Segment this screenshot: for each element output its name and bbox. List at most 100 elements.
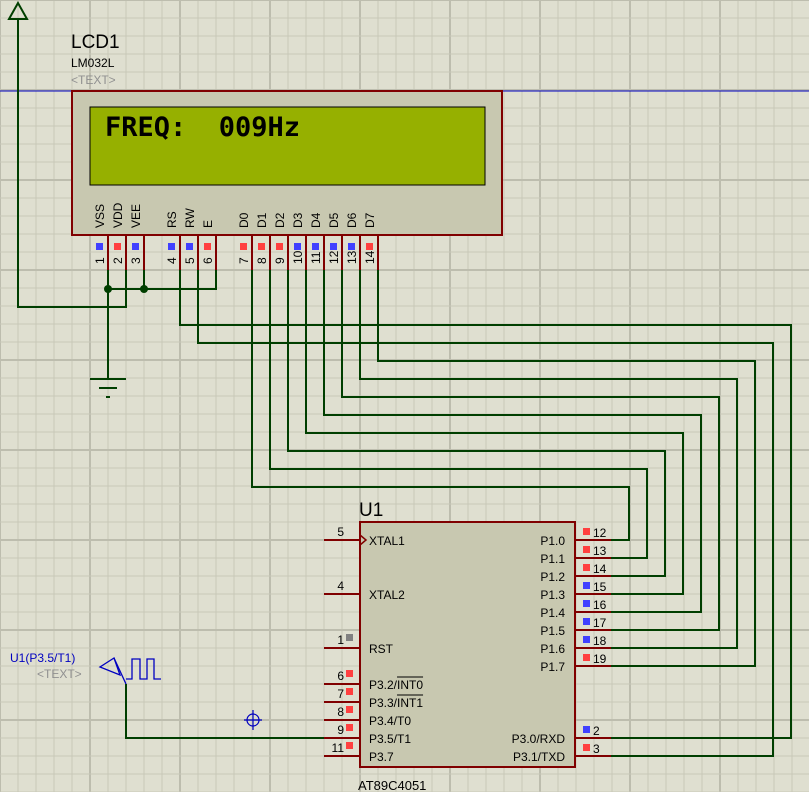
lcd-pins: 1VSS2VDD3VEE4RS5RW6E7D08D19D210D311D412D…	[93, 202, 379, 270]
pin-name: XTAL2	[369, 588, 405, 602]
power-terminal-icon[interactable]	[7, 0, 29, 20]
pin-state-indicator	[346, 706, 353, 713]
lcd-pin-1[interactable]: 1 VSS	[93, 204, 109, 270]
pin-name: P1.4	[540, 606, 565, 620]
pin-number: 7	[237, 257, 251, 264]
wires	[17, 18, 792, 757]
pin-name: D4	[309, 212, 323, 228]
pin-name: P1.1	[540, 552, 565, 566]
pin-name: RST	[369, 642, 394, 656]
pin-name: P1.2	[540, 570, 565, 584]
wire-d2	[287, 270, 666, 577]
lcd-pin-7[interactable]: 7 D0	[237, 212, 253, 270]
pin-number: 3	[129, 257, 143, 264]
pin-state-indicator	[294, 243, 301, 250]
pin-number: 13	[345, 250, 359, 264]
wire-d0	[251, 270, 630, 541]
junction-dot	[140, 285, 148, 293]
clock-marker-icon	[359, 534, 368, 546]
mcu-pin-2[interactable]: 2P3.0/RXD	[512, 724, 611, 746]
ground-icon[interactable]	[90, 378, 126, 398]
lcd-pin-9[interactable]: 9D2	[273, 212, 289, 270]
mcu-pin-3[interactable]: 3P3.1/TXD	[513, 742, 611, 764]
pin-number: 5	[337, 525, 344, 539]
lcd-pin-5[interactable]: 5RW	[183, 208, 199, 270]
lcd-component[interactable]: LCD1 LM032L <TEXT> FREQ: 009Hz 1VSS2VDD3…	[71, 32, 503, 270]
pin-state-indicator	[114, 243, 121, 250]
pin-number: 14	[593, 562, 607, 576]
wire-rs-p30	[179, 270, 792, 739]
pin-state-indicator	[583, 654, 590, 661]
lcd-pin-8[interactable]: 8 D1	[255, 212, 271, 270]
mcu-pin-8[interactable]: 8P3.4/T0	[324, 705, 411, 728]
mcu-pin-7[interactable]: 7P3.3/INT1	[324, 687, 423, 710]
pin-name: D0	[237, 212, 251, 228]
mcu-pin-6[interactable]: 6P3.2/INT0	[324, 669, 423, 692]
lcd-text-placeholder: <TEXT>	[71, 73, 116, 87]
wire-d6	[359, 270, 738, 649]
mcu-component[interactable]: U1 AT89C4051 5XTAL14XTAL21RST6P3.2/INT07…	[324, 500, 611, 792]
pin-number: 12	[327, 250, 341, 264]
mcu-pin-9[interactable]: 9P3.5/T1	[324, 723, 411, 746]
junctions	[104, 285, 148, 293]
pin-state-indicator	[186, 243, 193, 250]
pin-state-indicator	[168, 243, 175, 250]
pin-name: P1.6	[540, 642, 565, 656]
pin-name: VDD	[111, 202, 125, 228]
wire-d5	[341, 270, 720, 631]
pin-number: 14	[363, 250, 377, 264]
pin-state-indicator	[583, 582, 590, 589]
pin-state-indicator	[330, 243, 337, 250]
pin-name: P3.2/INT0	[369, 678, 423, 692]
lcd-pin-6[interactable]: 6E	[201, 220, 217, 270]
pin-state-indicator	[583, 744, 590, 751]
pin-number: 12	[593, 526, 607, 540]
pin-number: 18	[593, 634, 607, 648]
generator-label: U1(P3.5/T1)	[10, 651, 75, 665]
pin-number: 8	[255, 257, 269, 264]
pin-state-indicator	[346, 688, 353, 695]
pin-number: 4	[337, 579, 344, 593]
pin-number: 1	[93, 257, 107, 264]
pin-number: 10	[291, 250, 305, 264]
pin-name: D1	[255, 212, 269, 228]
pin-name: D7	[363, 212, 377, 228]
wire-clock-t1	[125, 684, 324, 739]
pin-state-indicator	[96, 243, 103, 250]
pin-number: 17	[593, 616, 607, 630]
wire-d3	[305, 270, 684, 595]
pin-name: VSS	[93, 204, 107, 228]
pin-name: P3.1/TXD	[513, 750, 565, 764]
clock-generator[interactable]: U1(P3.5/T1) <TEXT>	[10, 651, 161, 685]
pin-number: 1	[337, 633, 344, 647]
lcd-pin-4[interactable]: 4RS	[165, 211, 181, 270]
pin-number: 6	[337, 669, 344, 683]
pin-name: P1.0	[540, 534, 565, 548]
lcd-pin-14[interactable]: 14 D7	[363, 212, 379, 270]
pin-state-indicator	[583, 546, 590, 553]
pin-name: P3.4/T0	[369, 714, 411, 728]
pin-name: P1.7	[540, 660, 565, 674]
pin-state-indicator	[583, 636, 590, 643]
pin-name: RW	[183, 208, 197, 228]
